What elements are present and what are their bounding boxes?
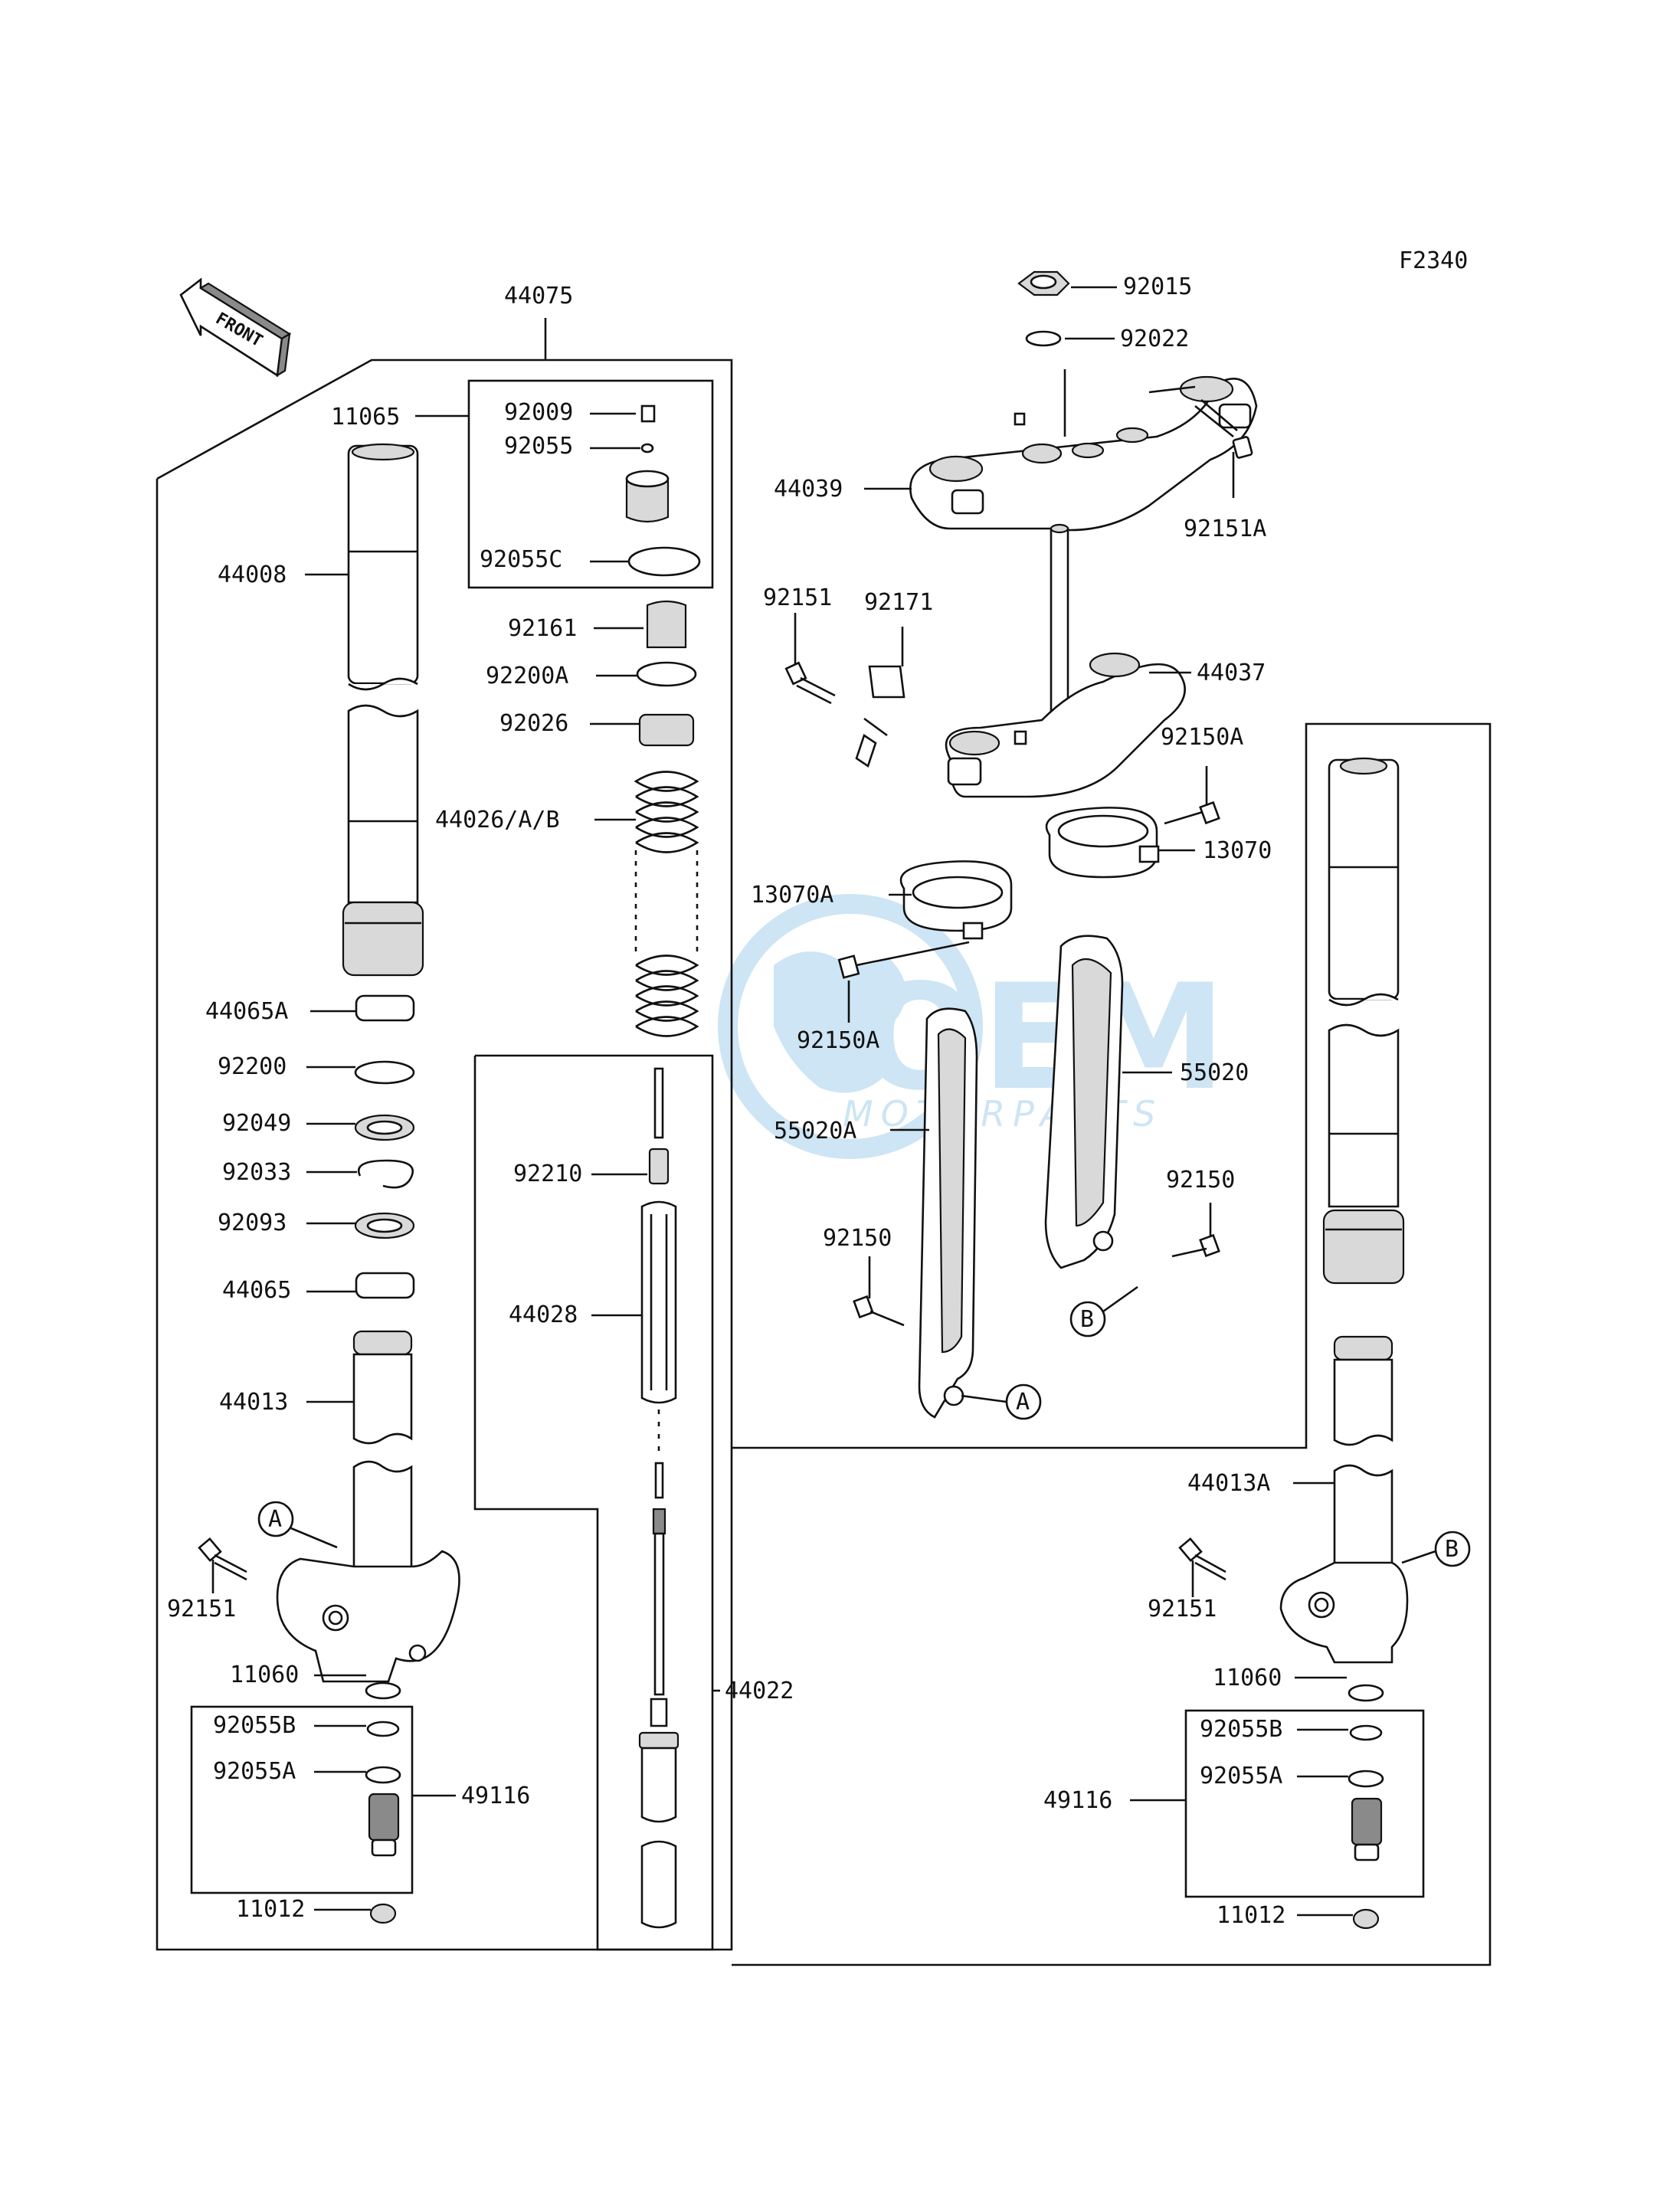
label-92055C: 92055C — [480, 546, 562, 573]
label-92150R: 92150 — [1166, 1167, 1235, 1193]
label-49116R: 49116 — [1043, 1787, 1112, 1814]
left-clamp-bolt — [784, 661, 836, 705]
label-44013A: 44013A — [1187, 1470, 1270, 1497]
lower-triple-clamp — [945, 523, 1186, 798]
leader-lines — [211, 286, 1353, 1917]
label-92022: 92022 — [1120, 326, 1189, 352]
brake-hose-clamp — [855, 665, 905, 768]
diagram-code: F2340 — [1399, 247, 1468, 274]
left-outer-tube — [342, 443, 424, 977]
left-bottom-parts — [365, 1681, 401, 1924]
label-92026: 92026 — [499, 710, 568, 737]
label-44022: 44022 — [725, 1678, 794, 1704]
right-inner-tube — [1279, 1335, 1409, 1664]
label-92161: 92161 — [508, 615, 577, 642]
label-44037: 44037 — [1197, 660, 1266, 686]
callout-a-right: A — [961, 1383, 1042, 1420]
fork-guards — [918, 935, 1124, 1419]
fork-guard-clamps — [837, 801, 1220, 979]
label-11012L: 11012 — [236, 1896, 305, 1923]
label-92151L: 92151 — [167, 1596, 236, 1622]
label-92150L: 92150 — [823, 1225, 892, 1252]
label-92093: 92093 — [218, 1210, 287, 1236]
svg-text:B: B — [1445, 1536, 1459, 1563]
label-44039: 44039 — [774, 476, 843, 503]
label-11060R: 11060 — [1213, 1665, 1282, 1691]
label-44065: 44065 — [222, 1277, 291, 1304]
label-92055AL: 92055A — [213, 1758, 296, 1785]
label-92151M: 92151 — [763, 584, 832, 611]
label-92015: 92015 — [1123, 273, 1192, 300]
callout-a-left: A — [257, 1501, 338, 1549]
label-92055BL: 92055B — [213, 1712, 296, 1739]
svg-text:B: B — [1080, 1306, 1094, 1333]
label-92200: 92200 — [218, 1053, 287, 1080]
fork-guard-bolts — [853, 1233, 1220, 1327]
label-92151A: 92151A — [1184, 516, 1266, 542]
label-92150A-top: 92150A — [1161, 724, 1243, 751]
center-cap-assembly — [625, 404, 701, 577]
label-44028: 44028 — [509, 1302, 578, 1328]
right-outer-tube — [1322, 757, 1405, 1285]
part-labels: 44075 11065 92009 92055 92055C 44008 921… — [167, 273, 1285, 1929]
left-seal-stack — [354, 994, 415, 1299]
label-44008: 44008 — [218, 562, 287, 588]
right-bottom-parts — [1348, 1684, 1384, 1930]
label-92009: 92009 — [504, 399, 573, 426]
label-11012R: 11012 — [1217, 1902, 1285, 1929]
label-92150A-mid: 92150A — [797, 1027, 879, 1054]
callout-b-right: B — [1401, 1531, 1471, 1567]
label-55020: 55020 — [1180, 1059, 1249, 1086]
assembly-outline-boxes — [156, 318, 1492, 1966]
center-damper-rod — [638, 1067, 680, 1929]
label-44065A: 44065A — [205, 998, 288, 1025]
label-92055AR: 92055A — [1200, 1763, 1282, 1789]
label-92055: 92055 — [504, 433, 573, 460]
upper-clamp-bolt — [1194, 399, 1253, 459]
watermark: OEM MOTORPARTS — [718, 894, 1226, 1159]
left-inner-tube — [276, 1330, 460, 1683]
label-92210: 92210 — [513, 1161, 582, 1187]
svg-text:A: A — [1016, 1389, 1030, 1416]
label-92171: 92171 — [864, 589, 933, 616]
label-44075: 44075 — [504, 283, 573, 309]
label-13070: 13070 — [1203, 837, 1272, 864]
center-spring-stack — [634, 600, 699, 1037]
right-pinch-bolt — [1178, 1537, 1226, 1581]
front-arrow-icon: FRONT — [179, 277, 292, 378]
svg-text:A: A — [268, 1506, 282, 1533]
left-pinch-bolt — [198, 1537, 247, 1581]
label-55020A: 55020A — [774, 1118, 856, 1144]
label-44026: 44026/A/B — [435, 807, 560, 833]
label-49116L: 49116 — [461, 1783, 530, 1809]
watermark-brand: OEM — [858, 953, 1226, 1122]
label-92151R: 92151 — [1148, 1596, 1217, 1622]
label-92049: 92049 — [222, 1110, 291, 1137]
label-92200A: 92200A — [486, 663, 568, 689]
label-11060L: 11060 — [230, 1662, 299, 1688]
label-44013: 44013 — [219, 1389, 288, 1416]
label-92055BR: 92055B — [1200, 1716, 1282, 1743]
upper-triple-clamp — [909, 270, 1258, 532]
label-11065: 11065 — [331, 404, 400, 431]
label-92033: 92033 — [222, 1159, 291, 1186]
callout-b-guard: B — [1069, 1285, 1138, 1338]
label-13070A: 13070A — [751, 882, 833, 909]
